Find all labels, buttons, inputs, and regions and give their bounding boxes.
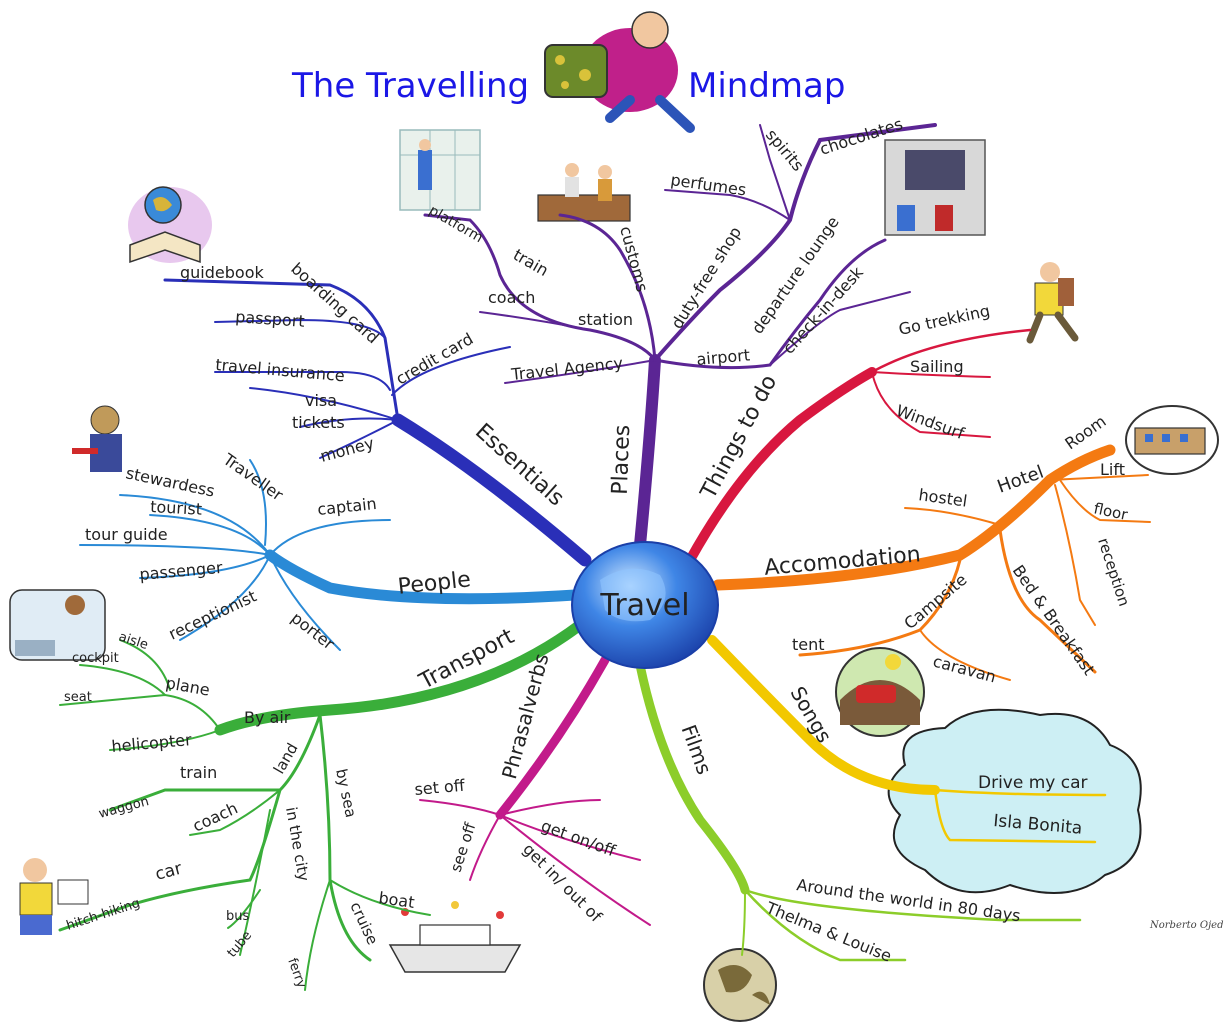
- train-station-illustration: [399, 129, 481, 211]
- leaf-sailing: Sailing: [910, 357, 964, 376]
- places-branch: [423, 123, 937, 551]
- customs-illustration: [537, 163, 631, 222]
- leaf-boat: boat: [377, 888, 415, 912]
- leaf-tickets: tickets: [292, 413, 345, 432]
- center-globe: Travel: [571, 541, 719, 669]
- leaf-train-transport: train: [180, 763, 217, 782]
- leaf-visa: visa: [305, 391, 337, 410]
- leaf-floor: floor: [1092, 499, 1130, 524]
- leaf-reception: reception: [1094, 536, 1133, 609]
- leaf-tour-guide: tour guide: [85, 525, 168, 544]
- songs-label: Songs: [785, 682, 836, 747]
- traveller-suitcase-illustration: [544, 11, 695, 133]
- leaf-go-trekking: Go trekking: [897, 301, 992, 339]
- leaf-stewardess: stewardess: [124, 463, 216, 500]
- leaf-by-sea: by sea: [332, 767, 360, 819]
- leaf-spirits: spirits: [762, 125, 808, 174]
- leaf-captain: captain: [316, 494, 377, 519]
- songs-branch: [707, 635, 1107, 844]
- leaf-bus: bus: [226, 909, 249, 924]
- author-credit: Norberto Ojed: [1150, 920, 1224, 931]
- leaf-traveller: Traveller: [219, 449, 287, 505]
- leaf-tube: tube: [225, 928, 256, 960]
- title-right: Mindmap: [688, 66, 846, 106]
- leaf-ferry: ferry: [284, 956, 309, 990]
- essentials-label: Essentials: [470, 419, 569, 511]
- leaf-windsurf: Windsurf: [894, 401, 967, 443]
- leaf-aisle: aisle: [117, 630, 150, 654]
- films-label: Films: [677, 722, 717, 778]
- leaf-hostel: hostel: [917, 485, 968, 511]
- title-left: The Travelling: [292, 66, 530, 106]
- leaf-land: land: [270, 740, 302, 777]
- leaf-airport: airport: [696, 345, 751, 369]
- leaf-coach: coach: [488, 288, 535, 307]
- hitch-hiker-illustration: [19, 858, 89, 935]
- leaf-passenger: passenger: [139, 558, 224, 584]
- places-label: Places: [608, 424, 635, 495]
- leaf-porter: porter: [288, 608, 339, 654]
- steward-bear-illustration: [72, 405, 122, 472]
- leaf-drive-my-car: Drive my car: [978, 773, 1088, 793]
- accomodation-branch: [712, 444, 1151, 681]
- departure-lounge-illustration: [884, 139, 986, 236]
- leaf-by-air: By air: [244, 708, 291, 727]
- essentials-branch: [163, 278, 592, 567]
- leaf-bed-and-breakfast: Bed & Breakfast: [1009, 561, 1099, 678]
- leaf-car: car: [153, 859, 184, 885]
- leaf-in-the-city: in the city: [282, 806, 313, 883]
- leaf-seat: seat: [64, 690, 92, 705]
- pilot-illustration: [9, 589, 106, 661]
- hiker-illustration: [1026, 262, 1079, 344]
- globe-book-illustration: [128, 186, 212, 264]
- leaf-helicopter: helicopter: [111, 730, 193, 756]
- center-label: Travel: [599, 588, 689, 623]
- leaf-departure-lounge: departure lounge: [748, 213, 843, 337]
- leaf-train: train: [510, 245, 552, 280]
- earth-illustration: [703, 948, 777, 1022]
- leaf-travel-insurance: travel insurance: [215, 355, 346, 385]
- films-branch: [635, 660, 1082, 962]
- leaf-tourist: tourist: [150, 497, 203, 519]
- transport-branch: [58, 619, 586, 991]
- leaf-customs: customs: [616, 224, 652, 294]
- leaf-guidebook: guidebook: [180, 263, 264, 282]
- cruise-ship-illustration: [388, 901, 522, 973]
- leaf-set-off: set off: [414, 776, 467, 799]
- leaf-boarding-card: boarding card: [287, 259, 382, 347]
- leaf-receptionist: receptionist: [166, 586, 260, 643]
- leaf-tent: tent: [792, 635, 825, 654]
- people-branch: [79, 459, 581, 651]
- leaf-waggon: waggon: [97, 794, 150, 822]
- leaf-station: station: [578, 310, 633, 329]
- leaf-perfumes: perfumes: [669, 170, 747, 199]
- campsite-car-illustration: [835, 647, 925, 737]
- leaf-money: money: [318, 433, 376, 466]
- leaf-caravan: caravan: [931, 652, 998, 687]
- leaf-cockpit: cockpit: [72, 651, 119, 666]
- cloud-shape: [887, 708, 1142, 894]
- leaf-campsite: Campsite: [900, 570, 970, 633]
- leaf-travel-agency: Travel Agency: [509, 353, 623, 384]
- leaf-passport: passport: [235, 307, 306, 331]
- leaf-lift: Lift: [1100, 460, 1125, 479]
- things-to-do-branch: [685, 328, 1032, 565]
- phrasal-verbs-branch: [419, 655, 651, 926]
- hotel-illustration: [1125, 405, 1219, 475]
